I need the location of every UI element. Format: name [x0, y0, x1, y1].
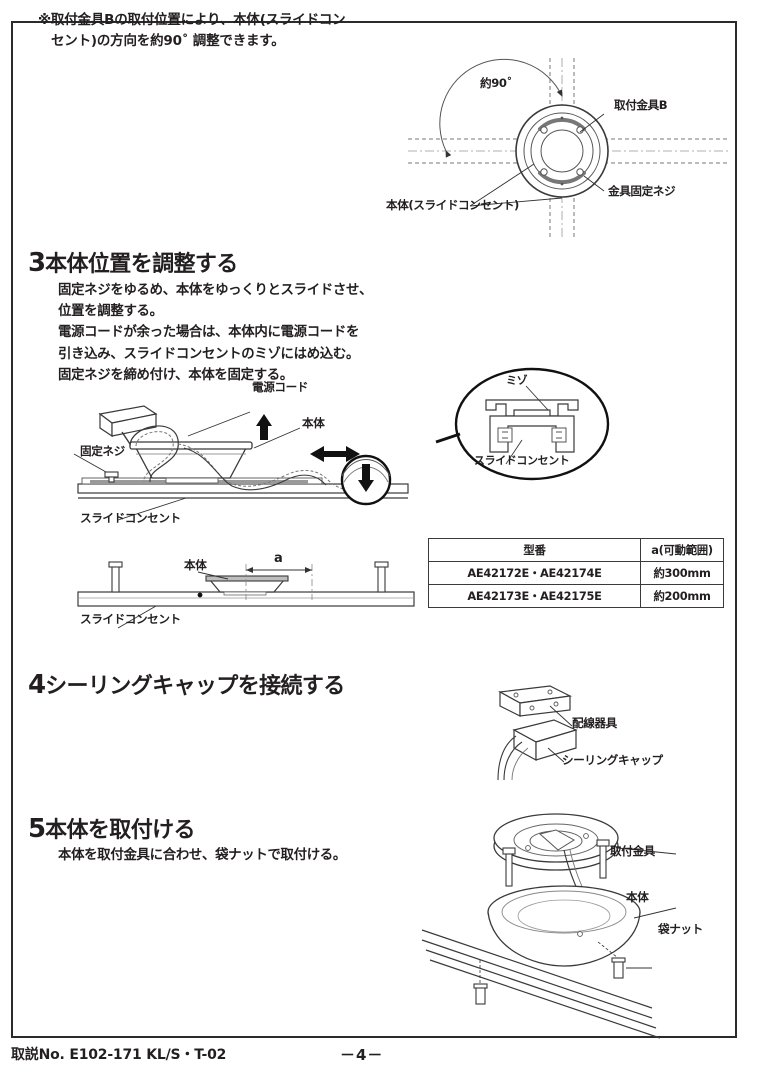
table-cell-model: AE42173E・AE42175E — [428, 584, 641, 608]
table-cell-range: 約300mm — [640, 561, 724, 585]
table-header-row: 型番 a(可動範囲) — [428, 538, 724, 562]
page-border — [11, 21, 737, 1038]
note-line-2: セント)の方向を約90˚ 調整できます。 — [51, 32, 285, 49]
label-ceiling-cap: シーリングキャップ — [562, 753, 663, 767]
spec-table: 型番 a(可動範囲) AE42172E・AE42174E 約300mm AE42… — [428, 538, 724, 608]
label-detail-slide-outlet: スライドコンセント — [474, 454, 570, 467]
table-cell-range: 約200mm — [640, 584, 724, 608]
label-body-slide-outlet: 本体(スライドコンセント) — [386, 198, 519, 212]
label-bracket-fixing-screw: 金具固定ネジ — [608, 184, 676, 198]
diagram-slide-adjust — [73, 392, 409, 522]
label-bracket-b: 取付金具B — [614, 98, 668, 112]
step5-body: 本体を取付金具に合わせ、袋ナットで取付ける。 — [58, 848, 346, 863]
step4-number: 4 — [28, 670, 46, 700]
table-header-model: 型番 — [428, 538, 641, 562]
step5-title: 本体を取付ける — [45, 818, 195, 843]
step3-heading: 3 本体位置を調整する — [28, 250, 238, 276]
label-cap-nut: 袋ナット — [658, 922, 703, 936]
step5-heading: 5 本体を取付ける — [28, 814, 196, 844]
note-text: ※取付金具Bの取付位置により、本体(スライドコン セント)の方向を約90˚ 調整… — [38, 10, 398, 52]
table-row: AE42173E・AE42175E 約200mm — [428, 584, 724, 608]
label-slide-outlet: スライドコンセント — [80, 511, 181, 525]
table-row: AE42172E・AE42174E 約300mm — [428, 561, 724, 585]
table-cell-model: AE42172E・AE42174E — [428, 561, 641, 585]
step4-heading: 4 シーリングキャップを接続する — [28, 672, 345, 698]
label-section-slide-outlet: スライドコンセント — [80, 612, 181, 626]
diagram-mount-body — [421, 808, 732, 1039]
label-mounting-bracket: 取付金具 — [610, 844, 655, 858]
footer-page-number: －4－ — [340, 1046, 384, 1064]
label-body-main: 本体 — [302, 416, 325, 430]
label-wiring-device: 配線器具 — [572, 716, 617, 730]
step3-number: 3 — [28, 248, 46, 278]
diagram-bracket-rotation — [408, 58, 728, 238]
label-power-cord: 電源コード — [252, 380, 308, 394]
footer-manual-number: 取説No. E102-171 KL/S・T-02 — [11, 1047, 227, 1063]
label-dimension-a: a — [274, 551, 283, 566]
label-fixing-screw: 固定ネジ — [80, 444, 125, 458]
label-section-body: 本体 — [184, 558, 207, 572]
diagram-dimension-a — [77, 552, 415, 632]
table-header-range: a(可動範囲) — [640, 538, 724, 562]
diagram-groove-detail — [435, 366, 624, 488]
step4-title: シーリングキャップを接続する — [45, 674, 345, 699]
note-line-1: ※取付金具Bの取付位置により、本体(スライドコン — [38, 12, 346, 28]
step5-number: 5 — [28, 814, 46, 844]
diagram-ceiling-cap — [492, 685, 712, 782]
step3-body: 固定ネジをゆるめ、本体をゆっくりとスライドさせ、 位置を調整する。 電源コードが… — [58, 283, 373, 383]
label-body-step5: 本体 — [626, 890, 649, 904]
label-groove: ミゾ — [506, 374, 528, 387]
step3-title: 本体位置を調整する — [45, 252, 238, 277]
label-angle-90: 約90˚ — [480, 76, 512, 90]
